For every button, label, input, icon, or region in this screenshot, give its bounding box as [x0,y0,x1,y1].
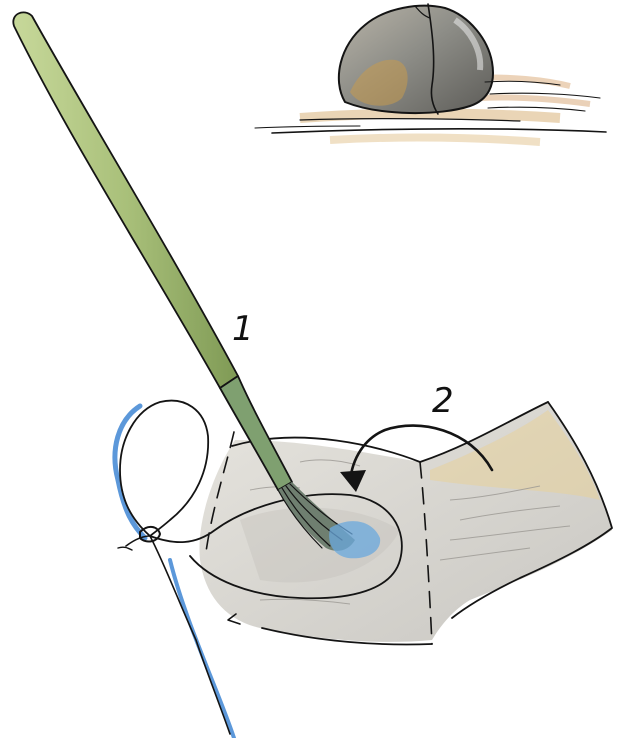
stone-icon [255,4,606,142]
step-1-label: 1 [232,309,254,349]
brush-handle [13,12,238,388]
step-2-label: 2 [432,381,454,421]
